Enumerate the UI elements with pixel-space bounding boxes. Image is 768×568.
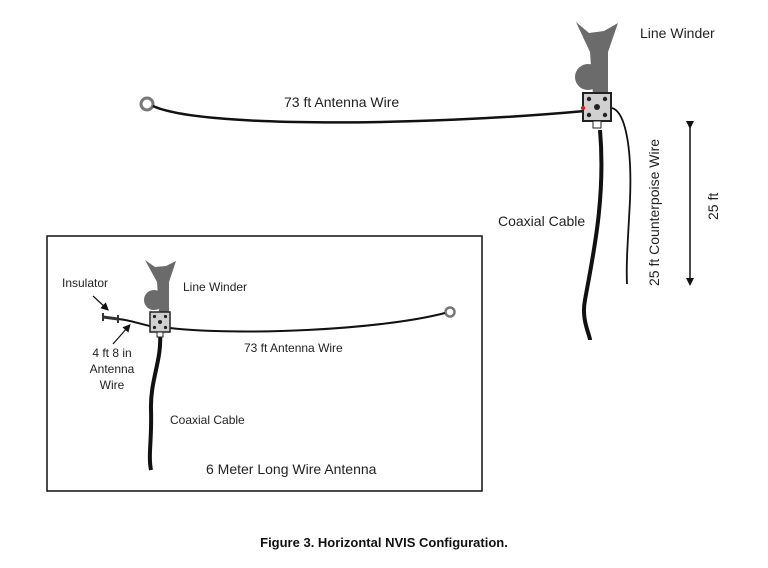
insulator-label: Insulator [62,276,108,290]
figure-caption: Figure 3. Horizontal NVIS Configuration. [260,535,508,550]
line-winder-icon [575,22,618,95]
line-winder-label: Line Winder [640,25,715,41]
short-wire-label-line1: 4 ft 8 in [92,346,131,360]
short-wire-pointer-arrow [112,324,131,345]
inset-title: 6 Meter Long Wire Antenna [206,461,377,477]
inset-line-winder-icon [144,260,176,312]
inset-coaxial-cable-label: Coaxial Cable [170,413,245,427]
short-wire-label-line3: Wire [100,378,125,392]
insulator-icon [102,313,119,323]
coaxial-cable-label: Coaxial Cable [498,213,585,229]
inset-end-ring-icon [444,306,456,318]
inset-coaxial-cable [147,333,163,471]
inset-balun-box-icon [149,311,171,338]
end-ring-icon [139,96,155,112]
inset-diagram: Insulator Line Winder 4 ft 8 in Antenna … [46,235,483,492]
height-label: 25 ft [705,193,721,220]
inset-antenna-wire [169,312,446,333]
counterpoise-label: 25 ft Counterpoise Wire [646,139,662,286]
short-wire-label-line2: Antenna [90,362,135,376]
main-diagram: Line Winder 73 ft Antenna Wire Coaxial C… [139,22,721,341]
insulator-pointer-arrow [92,295,109,311]
antenna-wire-label: 73 ft Antenna Wire [284,94,399,110]
coaxial-cable [582,129,604,341]
inset-antenna-wire-label: 73 ft Antenna Wire [244,341,343,355]
inset-line-winder-label: Line Winder [183,280,247,294]
inset-frame [46,235,483,492]
balun-box-icon [580,92,612,129]
antenna-wire [152,104,586,124]
counterpoise-wire [611,107,632,285]
inset-short-wire [117,318,151,327]
